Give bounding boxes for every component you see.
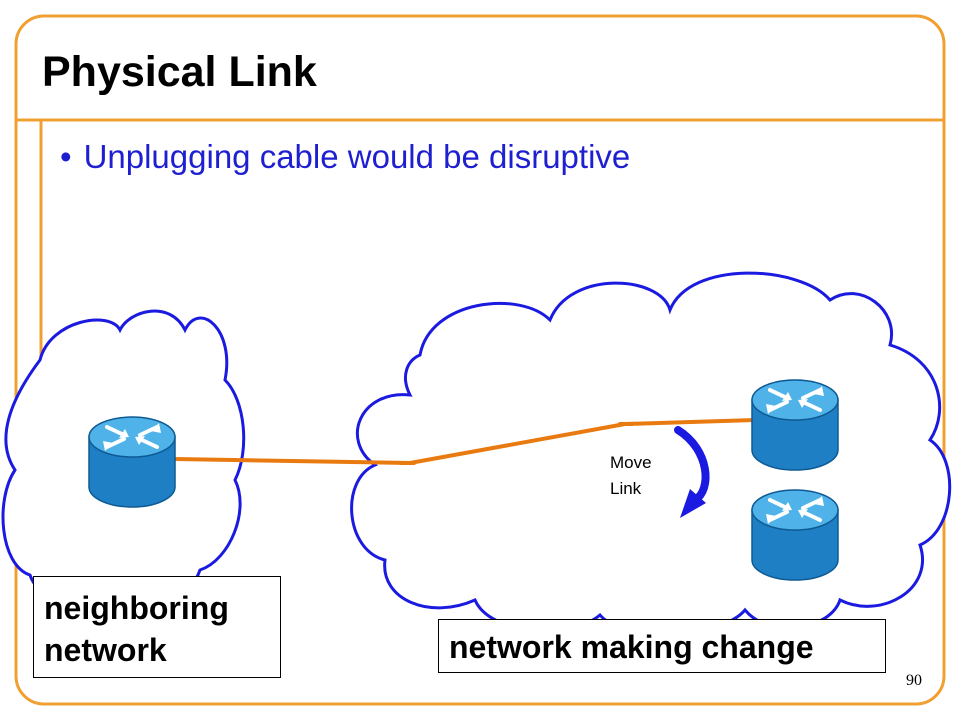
move-link-label: Move Link — [610, 450, 652, 502]
curved-arrow-icon — [674, 426, 710, 518]
router-icon — [750, 488, 840, 582]
bullet-dot: • — [60, 138, 72, 175]
slide-frame — [14, 14, 946, 706]
change-network-label: network making change — [438, 619, 886, 673]
neighbor-label-line1: neighboring — [44, 590, 229, 626]
neighbor-network-label: neighboring network — [33, 576, 281, 678]
neighbor-label-line2: network — [44, 632, 167, 668]
router-icon — [750, 378, 840, 472]
move-label-line1: Move — [610, 453, 652, 472]
page-number: 90 — [906, 672, 922, 689]
bullet-text: Unplugging cable would be disruptive — [83, 138, 631, 175]
move-label-line2: Link — [610, 479, 642, 498]
page-title: Physical Link — [42, 48, 317, 96]
bullet-item: • Unplugging cable would be disruptive — [60, 138, 630, 176]
link-line — [173, 418, 757, 466]
router-icon — [87, 415, 177, 509]
